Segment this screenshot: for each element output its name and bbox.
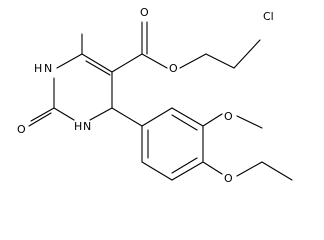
atom-n-bottom: N [83, 120, 91, 133]
bond-ar2-ar3-inner [171, 114, 198, 131]
atom-o-carbonyl: O [140, 6, 149, 19]
bond-ar4-ar5 [171, 161, 204, 181]
atom-nh-top-h: H [34, 62, 42, 75]
bond-ch2-ch3-ethyl [261, 161, 293, 181]
bond-ar5-ar6 [141, 161, 173, 181]
molecule-structure: Cl O O H N O H N O O [17, 5, 293, 185]
bond-c6-c5-double [85, 60, 111, 76]
atom-n-top: N [44, 62, 52, 75]
bond-ccarbonyl-oester [141, 53, 168, 69]
bond-ar4-oethoxy [202, 161, 223, 175]
bonds [28, 21, 293, 181]
bond-ch2-cl [233, 39, 261, 69]
atom-nh-bottom-h: H [74, 120, 82, 133]
bond-c6-n1 [56, 53, 83, 69]
atom-o-ethoxy: O [224, 172, 233, 185]
bond-ar1-ar2 [141, 107, 173, 127]
bond-n3-c4 [89, 107, 113, 121]
bond-c2-n3 [53, 107, 75, 121]
bond-ar2-ar3 [171, 107, 204, 127]
atom-o-ester: O [169, 62, 178, 75]
bond-omethoxy-ch3 [236, 115, 263, 129]
atom-cl: Cl [263, 10, 274, 23]
bond-c6-c5 [81, 53, 113, 73]
atom-o-methoxy: O [224, 110, 233, 123]
atom-labels: Cl O O H N O H N O O [17, 5, 279, 185]
bond-c2-o [30, 107, 55, 122]
bond-ar4-ar5-inner [171, 157, 198, 174]
bond-oethoxy-ch2 [236, 161, 263, 177]
bond-c2-o-double [28, 112, 52, 127]
bond-c5-ccarbonyl [111, 53, 143, 73]
bond-ar3-omethoxy [202, 113, 223, 127]
bond-oester-ch2 [179, 53, 207, 69]
bond-c4-aryl [111, 107, 143, 127]
bond-ch2-ch2 [205, 53, 235, 69]
atom-o-urea: O [17, 123, 26, 136]
